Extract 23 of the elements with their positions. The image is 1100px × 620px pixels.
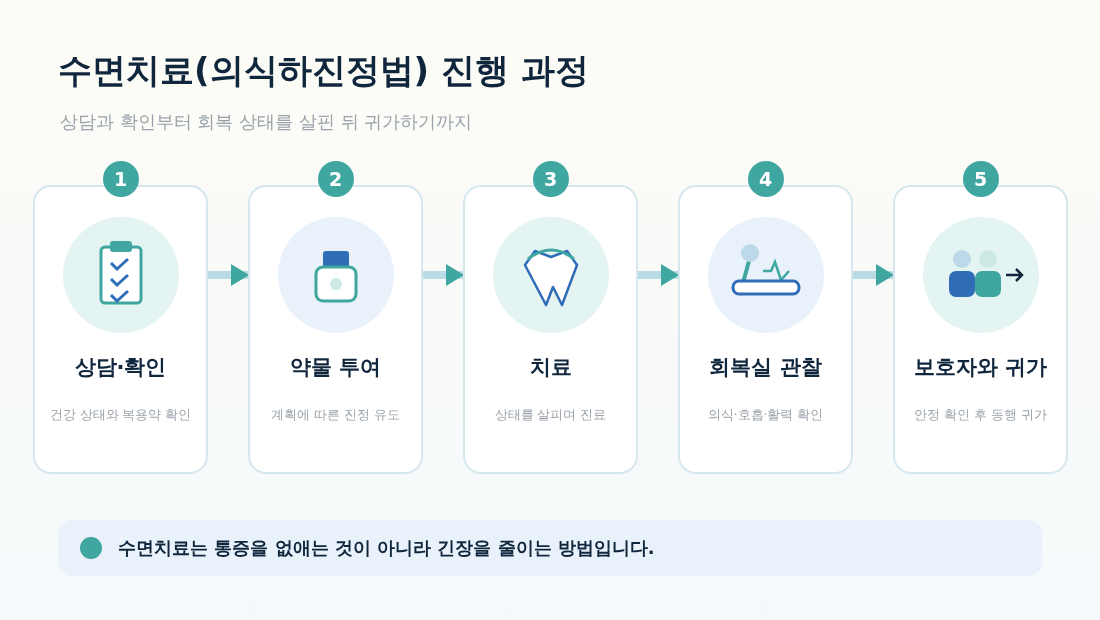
step-number-badge: 4 xyxy=(747,161,784,197)
step-number-badge: 1 xyxy=(102,161,139,197)
note-banner xyxy=(58,520,1042,576)
step-title: 약물 투여 xyxy=(288,354,383,381)
arrow xyxy=(638,264,679,286)
arrow xyxy=(208,264,249,286)
step-description: 상태를 살피며 진료 xyxy=(493,407,608,424)
subtitle: 상담과 확인부터 회복 상태를 살핀 뒤 귀가하기까지 xyxy=(60,110,473,134)
step-title: 회복실 관찰 xyxy=(708,354,823,381)
step-title: 치료 xyxy=(528,354,573,381)
note-text: 수면치료는 통증을 없애는 것이 아니라 긴장을 줄이는 방법입니다. xyxy=(118,536,655,560)
step-title: 보호자와 귀가 xyxy=(912,354,1049,381)
title: 수면치료(의식하진정법) 진행 과정 xyxy=(58,49,589,92)
step-title: 상담·확인 xyxy=(73,354,168,381)
arrow xyxy=(853,264,894,286)
step-description: 건강 상태와 복용약 확인 xyxy=(48,407,193,424)
step-number-badge: 5 xyxy=(962,161,999,197)
step-description: 의식·호흡·활력 확인 xyxy=(706,407,825,424)
step-description: 안정 확인 후 동행 귀가 xyxy=(913,407,1048,424)
step-number-badge: 2 xyxy=(317,161,354,197)
step-number-badge: 3 xyxy=(532,161,569,197)
step-description: 계획에 따른 진정 유도 xyxy=(270,407,401,424)
arrow xyxy=(423,264,464,286)
